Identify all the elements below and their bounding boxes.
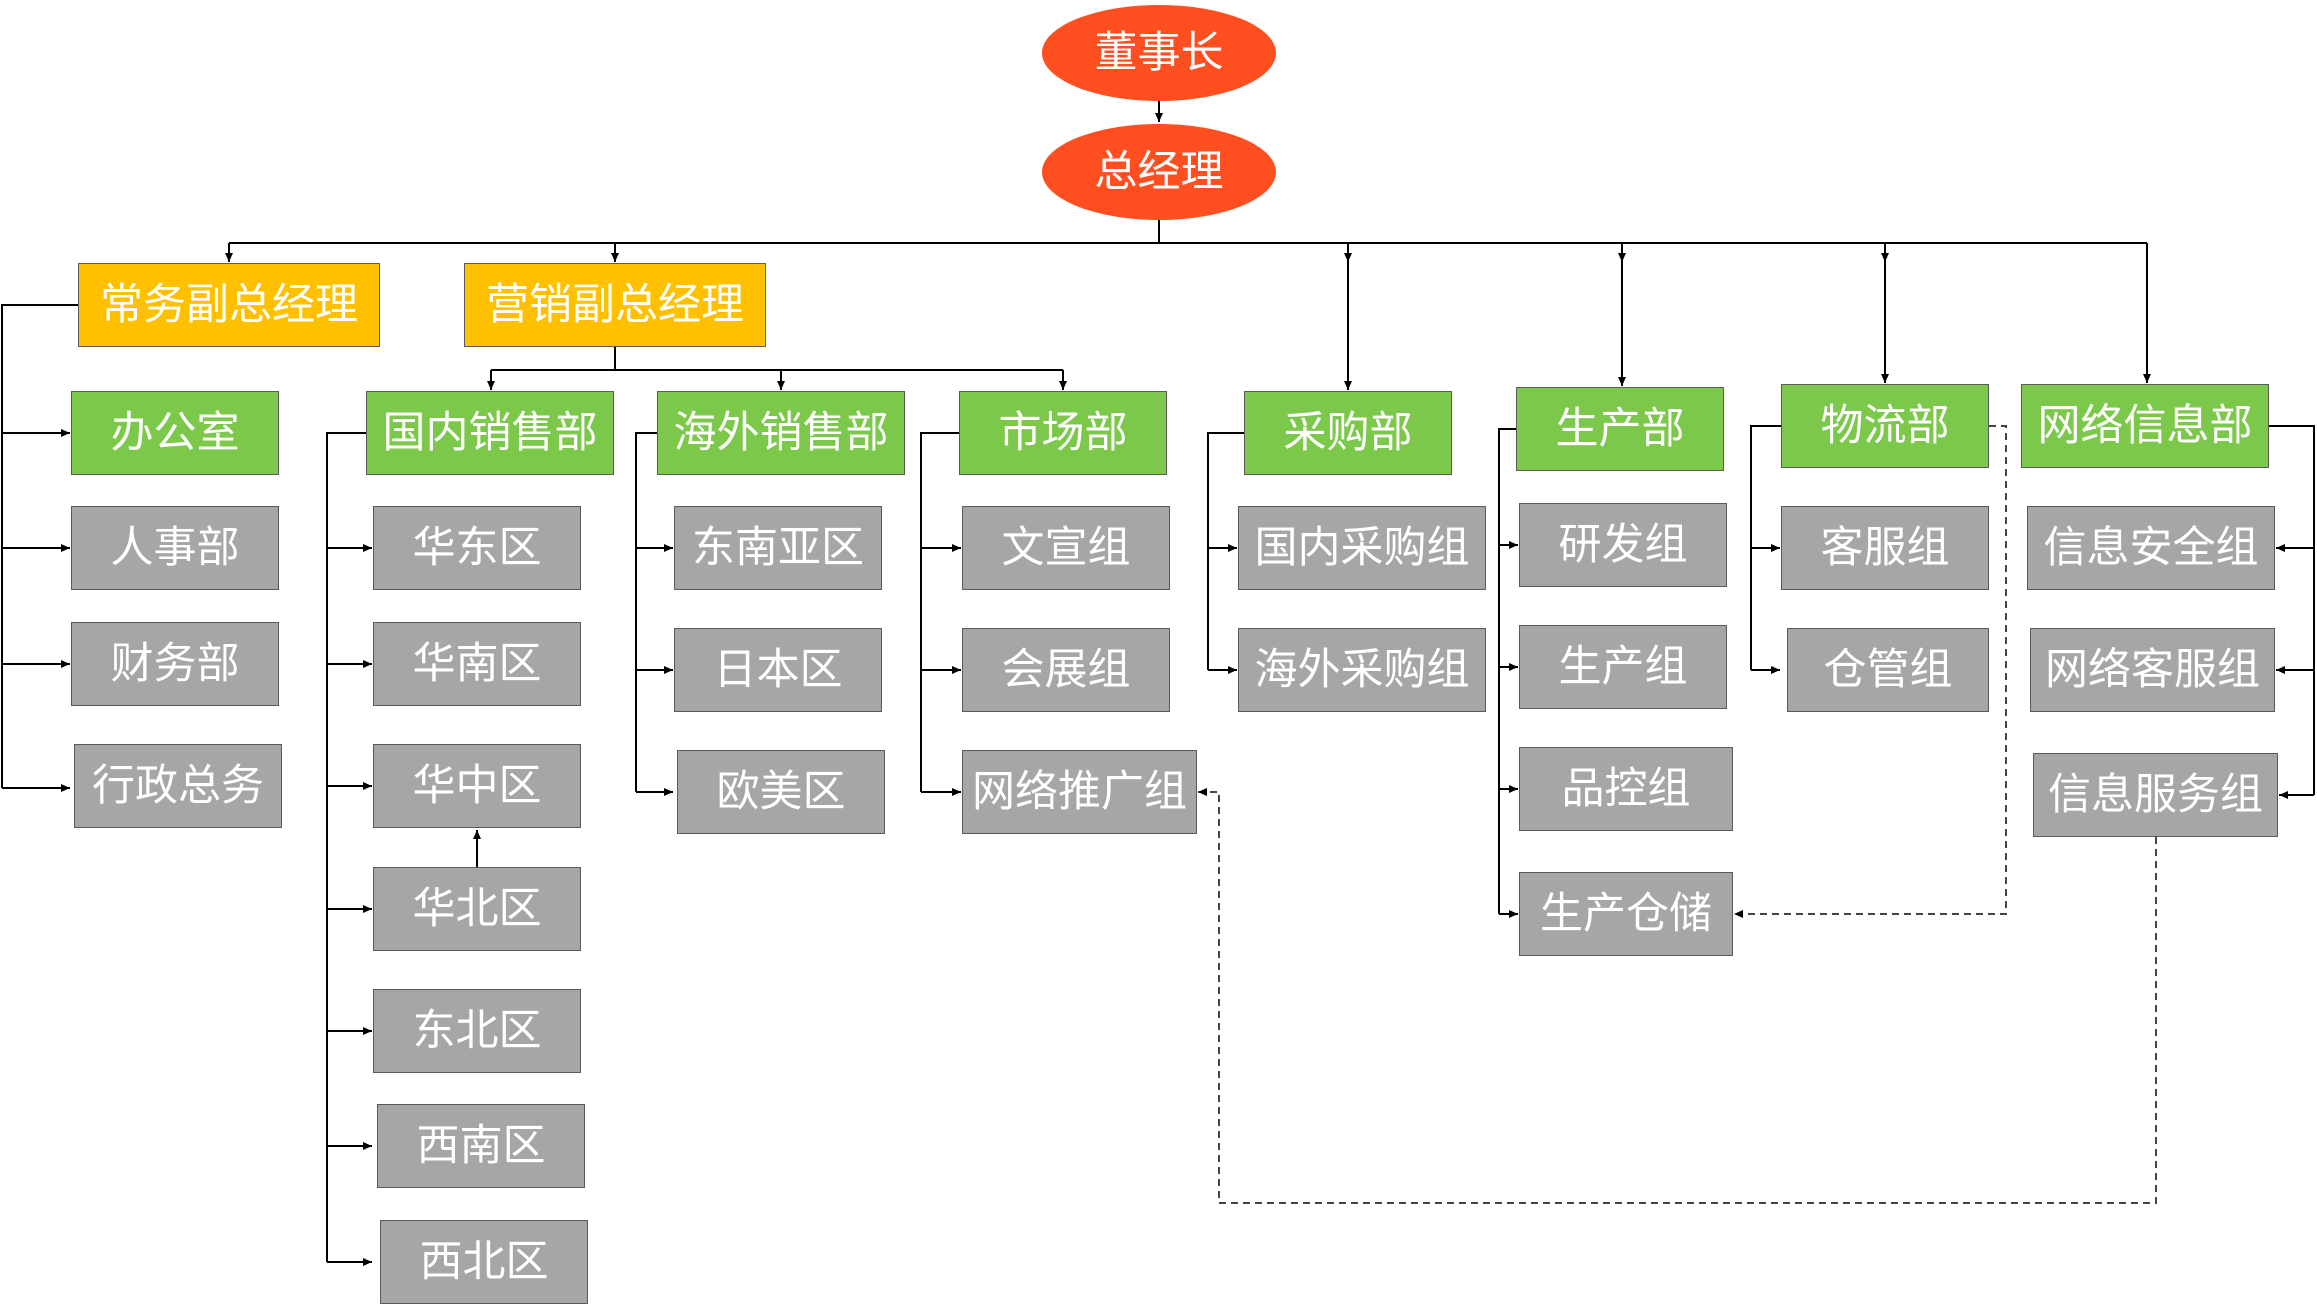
info-security-label: 信息安全组 — [2043, 522, 2259, 573]
central-china-label: 华中区 — [412, 760, 542, 811]
rnd-node: 研发组 — [1519, 503, 1727, 587]
dashed-logistics-to-storage — [1734, 425, 2007, 918]
hr-label: 人事部 — [110, 522, 240, 573]
north-china-node: 华北区 — [373, 867, 581, 951]
connector-35 — [920, 432, 959, 792]
copywriting-label: 文宣组 — [1001, 522, 1131, 573]
overseas-sales-label: 海外销售部 — [673, 407, 889, 458]
europe-america-label: 欧美区 — [716, 766, 846, 817]
south-china-node: 华南区 — [373, 622, 581, 706]
connector-31 — [635, 432, 657, 792]
chairman-label: 董事长 — [1094, 27, 1224, 78]
northwest-label: 西北区 — [419, 1236, 549, 1287]
vp-marketing-node: 营销副总经理 — [464, 263, 766, 347]
domestic-purchasing-node: 国内采购组 — [1238, 506, 1486, 590]
overseas-purchasing-node: 海外采购组 — [1238, 628, 1486, 712]
network-customer-service-label: 网络客服组 — [2045, 644, 2260, 695]
office-node: 办公室 — [71, 391, 279, 475]
production-label: 生产部 — [1555, 403, 1685, 454]
logistics-label: 物流部 — [1820, 400, 1950, 451]
production-storage-node: 生产仓储 — [1519, 872, 1733, 956]
connector-50 — [2269, 425, 2315, 795]
market-node: 市场部 — [959, 391, 1167, 475]
southeast-asia-label: 东南亚区 — [692, 522, 864, 573]
quality-control-label: 品控组 — [1561, 763, 1691, 814]
quality-control-node: 品控组 — [1519, 747, 1733, 831]
network-info-label: 网络信息部 — [2037, 400, 2253, 451]
exhibition-node: 会展组 — [962, 628, 1170, 712]
northeast-node: 东北区 — [373, 989, 581, 1073]
overseas-sales-node: 海外销售部 — [657, 391, 905, 475]
production-group-label: 生产组 — [1558, 641, 1688, 692]
online-promotion-label: 网络推广组 — [972, 766, 1187, 817]
north-china-label: 华北区 — [412, 883, 542, 934]
purchasing-node: 采购部 — [1244, 391, 1452, 475]
japan-node: 日本区 — [674, 628, 882, 712]
connector-47 — [1750, 425, 1781, 670]
warehouse-node: 仓管组 — [1787, 628, 1989, 712]
vp-operations-node: 常务副总经理 — [78, 263, 380, 347]
office-label: 办公室 — [110, 407, 240, 458]
info-service-label: 信息服务组 — [2048, 769, 2263, 820]
europe-america-node: 欧美区 — [677, 750, 885, 834]
purchasing-label: 采购部 — [1283, 407, 1413, 458]
vp-marketing-label: 营销副总经理 — [486, 279, 744, 330]
east-china-label: 华东区 — [412, 522, 542, 573]
northeast-label: 东北区 — [412, 1005, 542, 1056]
central-china-node: 华中区 — [373, 744, 581, 828]
general-manager-node: 总经理 — [1042, 124, 1276, 220]
connector-12 — [1, 304, 78, 788]
chairman-node: 董事长 — [1042, 5, 1276, 101]
production-node: 生产部 — [1516, 387, 1724, 471]
connector-42 — [1498, 428, 1516, 914]
finance-label: 财务部 — [110, 638, 240, 689]
southeast-asia-node: 东南亚区 — [674, 506, 882, 590]
southwest-label: 西南区 — [416, 1120, 546, 1171]
copywriting-node: 文宣组 — [962, 506, 1170, 590]
hr-node: 人事部 — [71, 506, 279, 590]
info-service-node: 信息服务组 — [2033, 753, 2278, 837]
east-china-node: 华东区 — [373, 506, 581, 590]
southwest-node: 西南区 — [377, 1104, 585, 1188]
market-label: 市场部 — [998, 407, 1128, 458]
connector-22 — [326, 432, 366, 1262]
production-group-node: 生产组 — [1519, 625, 1727, 709]
domestic-purchasing-label: 国内采购组 — [1254, 522, 1470, 573]
warehouse-label: 仓管组 — [1823, 644, 1953, 695]
customer-service-node: 客服组 — [1781, 506, 1989, 590]
overseas-purchasing-label: 海外采购组 — [1254, 644, 1470, 695]
finance-node: 财务部 — [71, 622, 279, 706]
info-security-node: 信息安全组 — [2027, 506, 2275, 590]
logistics-node: 物流部 — [1781, 384, 1989, 468]
domestic-sales-node: 国内销售部 — [366, 391, 614, 475]
rnd-label: 研发组 — [1558, 519, 1688, 570]
dashed-info-service-to-promotion — [1198, 788, 2157, 1204]
customer-service-label: 客服组 — [1820, 522, 1950, 573]
network-customer-service-node: 网络客服组 — [2030, 628, 2275, 712]
online-promotion-node: 网络推广组 — [962, 750, 1197, 834]
south-china-label: 华南区 — [412, 638, 542, 689]
domestic-sales-label: 国内销售部 — [382, 407, 598, 458]
admin-label: 行政总务 — [92, 760, 264, 811]
network-info-node: 网络信息部 — [2021, 384, 2269, 468]
vp-operations-label: 常务副总经理 — [100, 279, 358, 330]
exhibition-label: 会展组 — [1001, 644, 1131, 695]
japan-label: 日本区 — [713, 644, 843, 695]
connector-39 — [1207, 432, 1244, 670]
admin-node: 行政总务 — [74, 744, 282, 828]
northwest-node: 西北区 — [380, 1220, 588, 1304]
general-manager-label: 总经理 — [1094, 146, 1224, 197]
production-storage-label: 生产仓储 — [1540, 888, 1712, 939]
